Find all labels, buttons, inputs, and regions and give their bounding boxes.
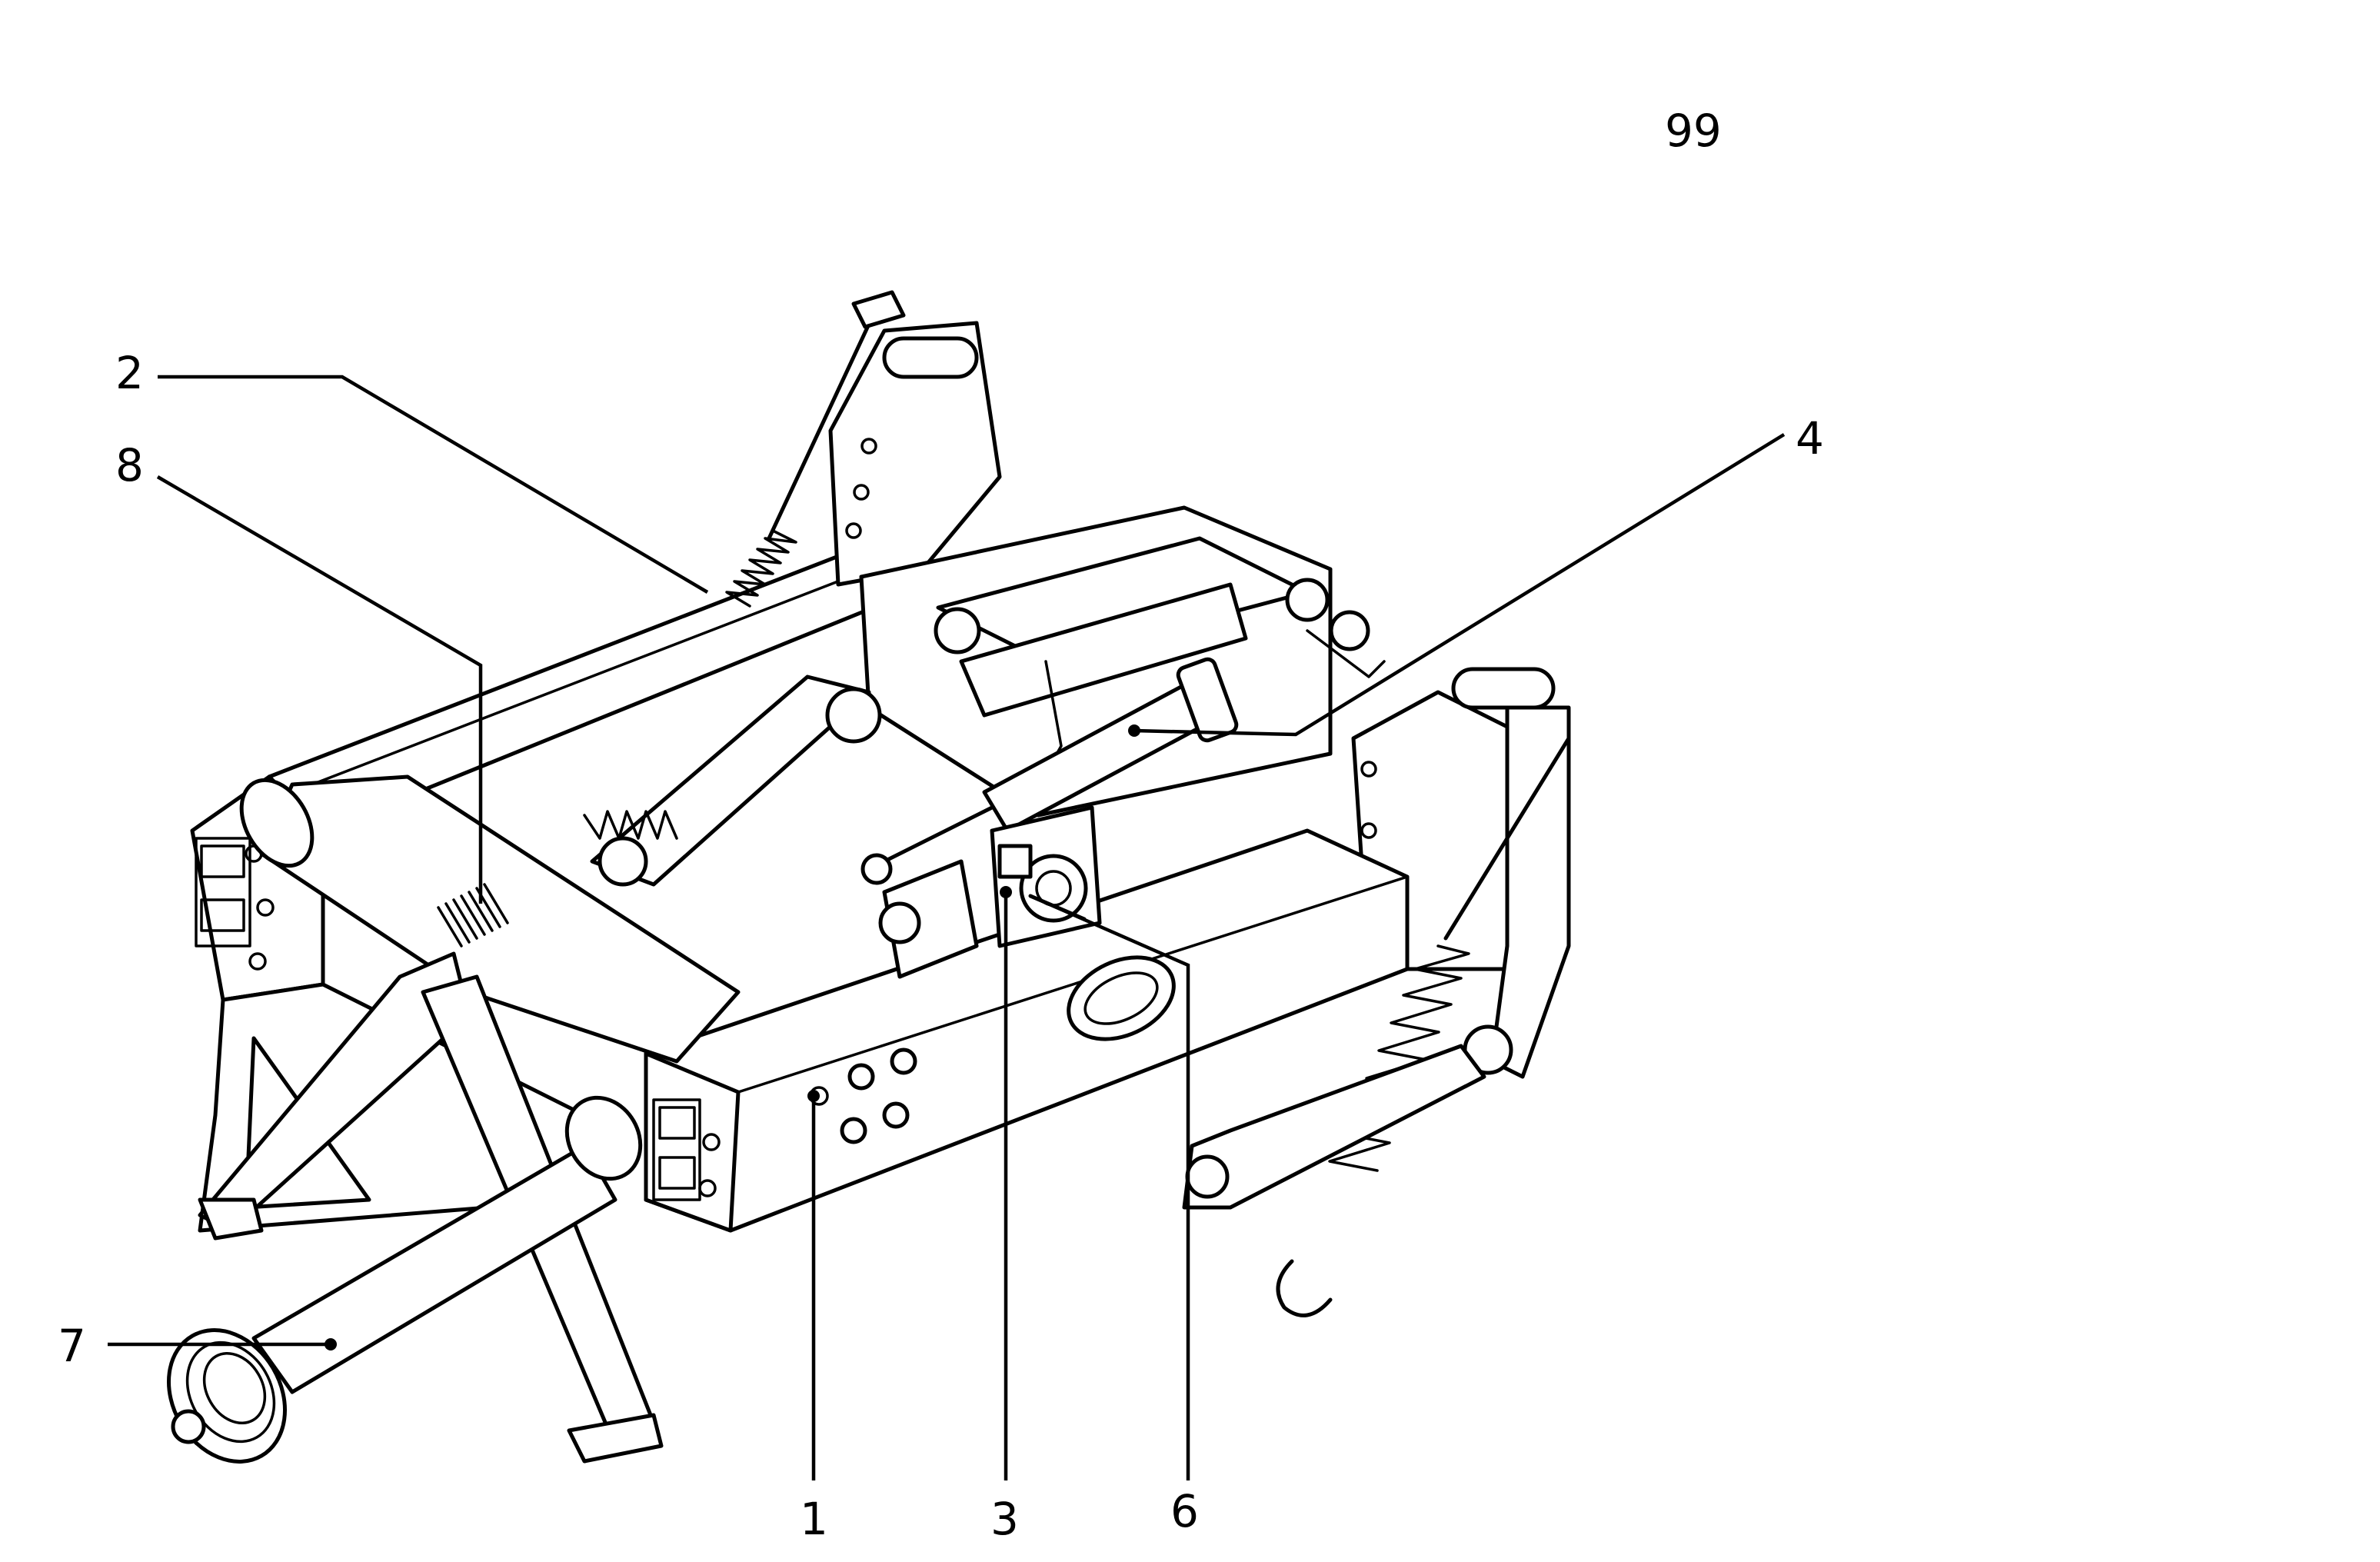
- pto-shaft: [167, 1095, 643, 1464]
- callout-label-4: 4: [1796, 412, 1824, 465]
- callout-label-2: 2: [115, 347, 144, 399]
- callout-8: 8: [115, 439, 483, 904]
- right-lower-arm: [1182, 1044, 1486, 1210]
- left-bracket-plate: [828, 321, 1002, 587]
- callout-label-1: 1: [800, 1493, 828, 1545]
- callout-label-6: 6: [1170, 1485, 1199, 1537]
- right-arm-and-spring: [1276, 705, 1571, 1317]
- callout-label-8: 8: [115, 439, 144, 491]
- roller-tube: [239, 774, 741, 1064]
- callout-4: 4: [1128, 412, 1824, 737]
- callout-label-7: 7: [58, 1320, 86, 1372]
- callout-2: 2: [115, 347, 709, 594]
- left-diagonal-arm: [583, 674, 882, 887]
- callout-label-3: 3: [990, 1493, 1019, 1545]
- page-number: 99: [1665, 105, 1722, 157]
- left-upper-spring: [725, 290, 906, 608]
- gearbox: [878, 805, 1102, 979]
- callout-7: 7: [58, 1320, 337, 1372]
- machine-illustration: [167, 290, 1571, 1464]
- thread-section: [437, 883, 509, 948]
- hydraulic-cylinder: [860, 657, 1239, 885]
- callout-1: 1: [800, 1090, 828, 1545]
- callout-6: 6: [1030, 894, 1199, 1537]
- front-end-box: [644, 1051, 741, 1233]
- callout-3: 3: [990, 886, 1019, 1545]
